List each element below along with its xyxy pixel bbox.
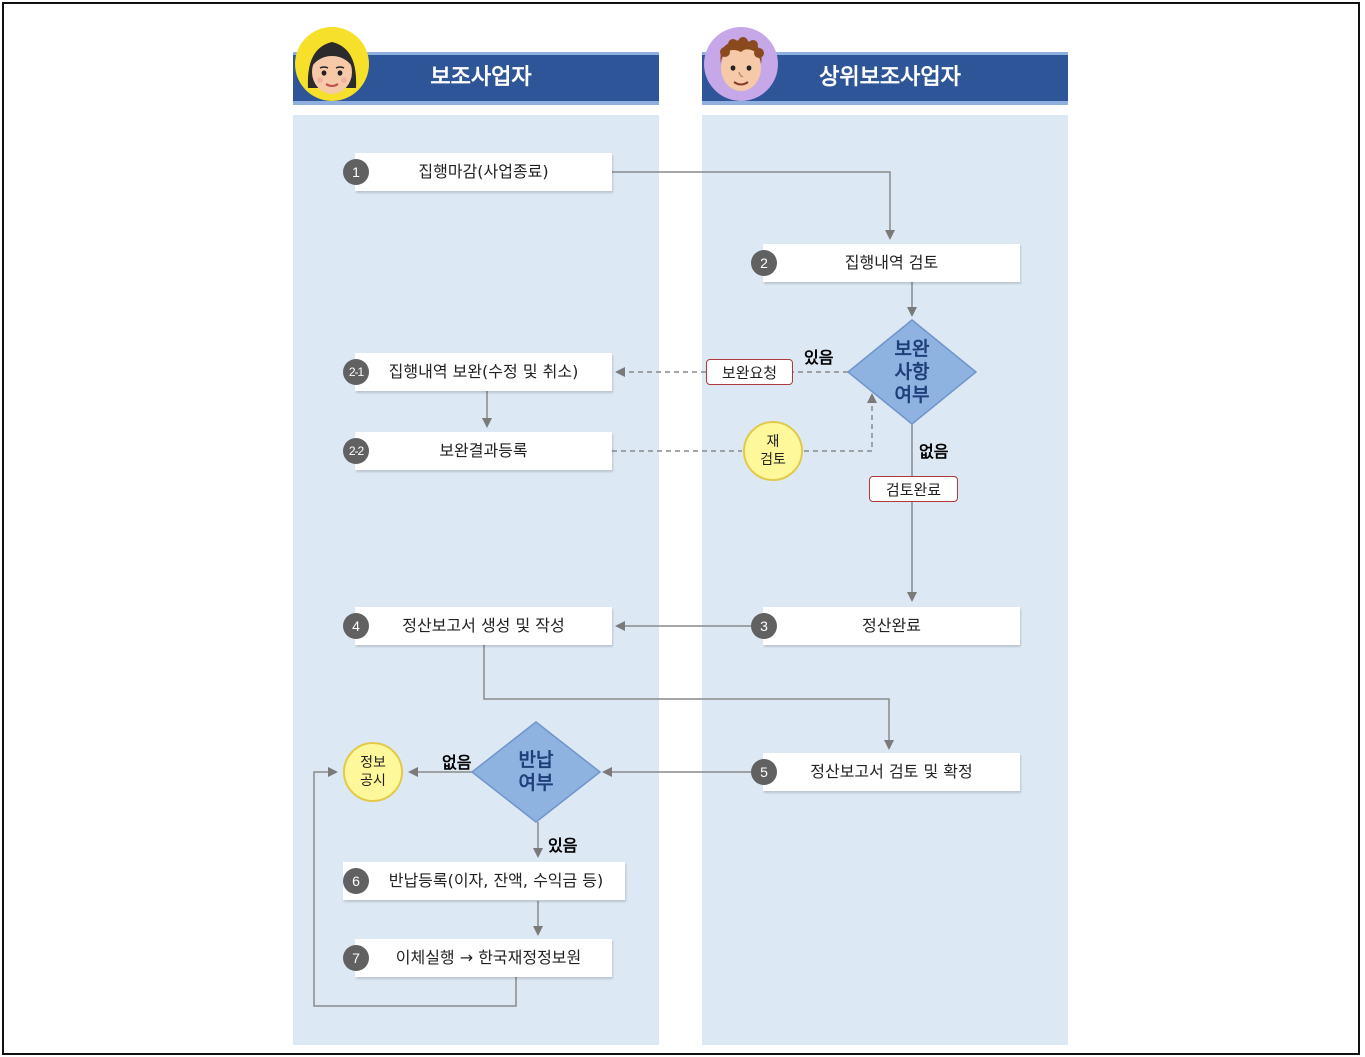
supplement-decision-line1: 보완 bbox=[894, 338, 930, 360]
branch-label-yes-supplement: 있음 bbox=[804, 348, 834, 367]
step-6-badge: 6 bbox=[343, 868, 369, 894]
branch-label-no-refund: 없음 bbox=[442, 753, 472, 772]
disclosure-note: 정보 공시 bbox=[343, 742, 403, 802]
step-5-box: 정산보고서 검토 및 확정 bbox=[763, 753, 1020, 791]
lane-title-left: 보조사업자 bbox=[430, 65, 532, 90]
refund-decision-diamond bbox=[470, 721, 602, 823]
supplement-decision-line2: 사항 bbox=[894, 361, 930, 383]
step-2-2-label: 보완결과등록 bbox=[439, 441, 528, 460]
step-7-label: 이체실행 → 한국재정정보원 bbox=[395, 948, 582, 967]
step-2-1-label: 집행내역 보완(수정 및 취소) bbox=[388, 362, 579, 381]
step-2-badge: 2 bbox=[751, 250, 777, 276]
step-2-2-badge: 2-2 bbox=[343, 438, 369, 464]
step-6-label: 반납등록(이자, 잔액, 수익금 등) bbox=[388, 871, 604, 890]
refund-decision-label: 반납 여부 bbox=[504, 749, 568, 795]
disclosure-note-line1: 정보 bbox=[360, 755, 386, 771]
step-7-badge: 7 bbox=[343, 945, 369, 971]
step-2-box: 집행내역 검토 bbox=[763, 244, 1020, 282]
step-5-badge: 5 bbox=[751, 759, 777, 785]
step-1-box: 집행마감(사업종료) bbox=[355, 153, 612, 191]
step-6-box: 반납등록(이자, 잔액, 수익금 등) bbox=[343, 862, 625, 900]
supplement-decision-line3: 여부 bbox=[894, 384, 930, 406]
refund-decision-line1: 반납 bbox=[518, 749, 554, 771]
step-2-1-badge: 2-1 bbox=[343, 359, 369, 385]
step-1-label: 집행마감(사업종료) bbox=[418, 162, 549, 181]
branch-label-no-supplement: 없음 bbox=[919, 442, 949, 461]
step-2-label: 집행내역 검토 bbox=[844, 253, 939, 272]
step-2-2-box: 보완결과등록 bbox=[355, 432, 612, 470]
branch-label-yes-refund: 있음 bbox=[548, 836, 578, 855]
lane-title-right: 상위보조사업자 bbox=[819, 65, 961, 90]
disclosure-note-line2: 공시 bbox=[360, 773, 386, 789]
man-avatar-icon bbox=[704, 27, 778, 101]
lane-header-left: 보조사업자 bbox=[293, 52, 659, 105]
step-3-label: 정산완료 bbox=[862, 616, 921, 635]
supplement-decision-label: 보완 사항 여부 bbox=[880, 338, 944, 407]
step-4-label: 정산보고서 생성 및 작성 bbox=[402, 616, 565, 635]
step-5-label: 정산보고서 검토 및 확정 bbox=[810, 762, 973, 781]
supplement-request-tag: 보완요청 bbox=[706, 359, 793, 385]
supplement-decision-diamond bbox=[846, 319, 978, 425]
step-1-badge: 1 bbox=[343, 159, 369, 185]
step-3-box: 정산완료 bbox=[763, 607, 1020, 645]
woman-avatar-icon bbox=[295, 27, 369, 101]
rereview-note: 재 검토 bbox=[743, 421, 803, 481]
step-2-1-box: 집행내역 보완(수정 및 취소) bbox=[355, 353, 612, 391]
refund-decision-line2: 여부 bbox=[518, 772, 554, 794]
step-4-badge: 4 bbox=[343, 613, 369, 639]
step-4-box: 정산보고서 생성 및 작성 bbox=[355, 607, 612, 645]
review-complete-tag: 검토완료 bbox=[869, 476, 958, 502]
step-3-badge: 3 bbox=[751, 613, 777, 639]
rereview-note-line1: 재 bbox=[766, 434, 780, 450]
step-7-box: 이체실행 → 한국재정정보원 bbox=[355, 939, 612, 977]
rereview-note-line2: 검토 bbox=[760, 452, 786, 468]
